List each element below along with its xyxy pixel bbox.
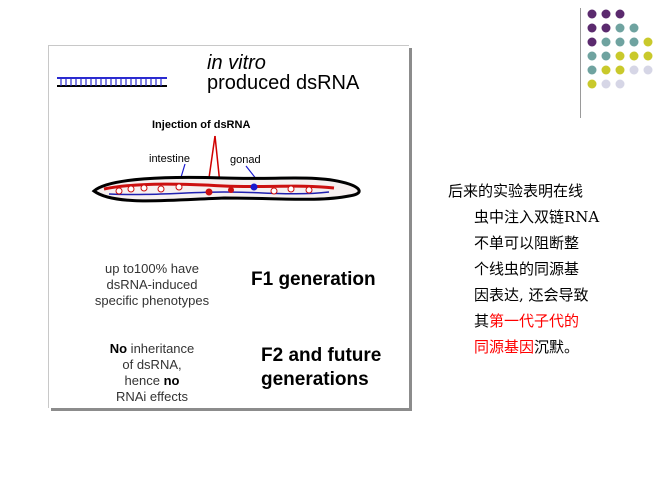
gonad-label: gonad — [230, 154, 261, 166]
intestine-path — [103, 182, 335, 191]
gonad-path — [108, 191, 330, 196]
worm-diagram — [57, 77, 361, 203]
highlight-text: 同源基因 — [474, 338, 535, 356]
rnai-figure: in vitro produced dsRNA Injection of dsR… — [48, 45, 409, 408]
injection-label: Injection of dsRNA — [152, 119, 251, 131]
divider-line — [580, 8, 581, 118]
f2-generation-label: F2 and future generations — [261, 345, 382, 390]
figure-title-italic: in vitro — [207, 52, 266, 74]
highlight-text: 第一代子代的 — [489, 312, 580, 330]
f1-generation-label: F1 generation — [251, 269, 376, 290]
explanation-text: 后来的实验表明在线 虫中注入双链RNA 不单可以阻断整 个线虫的同源基 因表达,… — [448, 182, 600, 356]
intestine-label: intestine — [149, 153, 190, 165]
f1-phenotype-text: up to100% have dsRNA-induced specific ph… — [94, 261, 210, 308]
f2-inheritance-text: No inheritance of dsRNA, hence no RNAi e… — [109, 341, 195, 404]
dsrna-icon — [57, 77, 167, 87]
decorative-dot-grid — [587, 9, 653, 89]
figure-title: produced dsRNA — [207, 72, 360, 94]
